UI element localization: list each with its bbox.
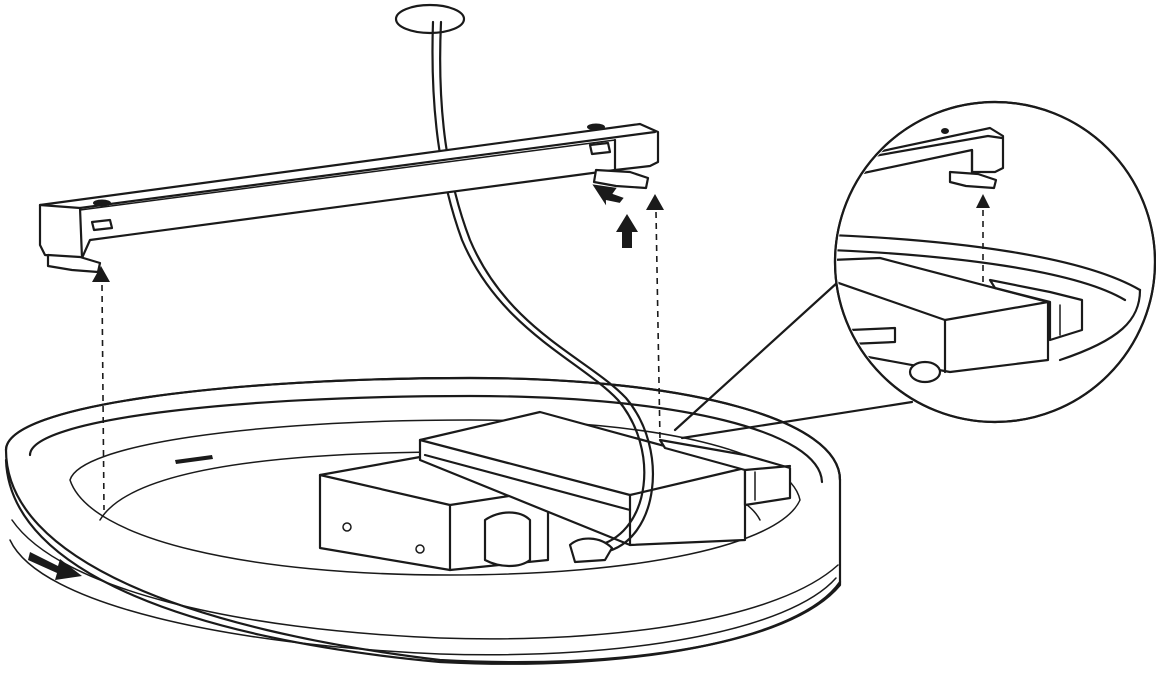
clip-engage-arrow-left (92, 266, 110, 282)
bracket-clips (46, 141, 650, 274)
push-up-arrow (616, 214, 638, 248)
mounting-bracket (38, 122, 660, 260)
rotate-arrow (28, 552, 82, 580)
slide-arrow (592, 184, 624, 206)
ceiling-canopy (394, 3, 466, 35)
alignment-line-right (655, 211, 661, 441)
alignment-line-left (101, 284, 105, 511)
power-cable (431, 20, 646, 547)
clip-engage-arrow-right (646, 194, 664, 210)
detail-magnifier (673, 100, 1156, 440)
